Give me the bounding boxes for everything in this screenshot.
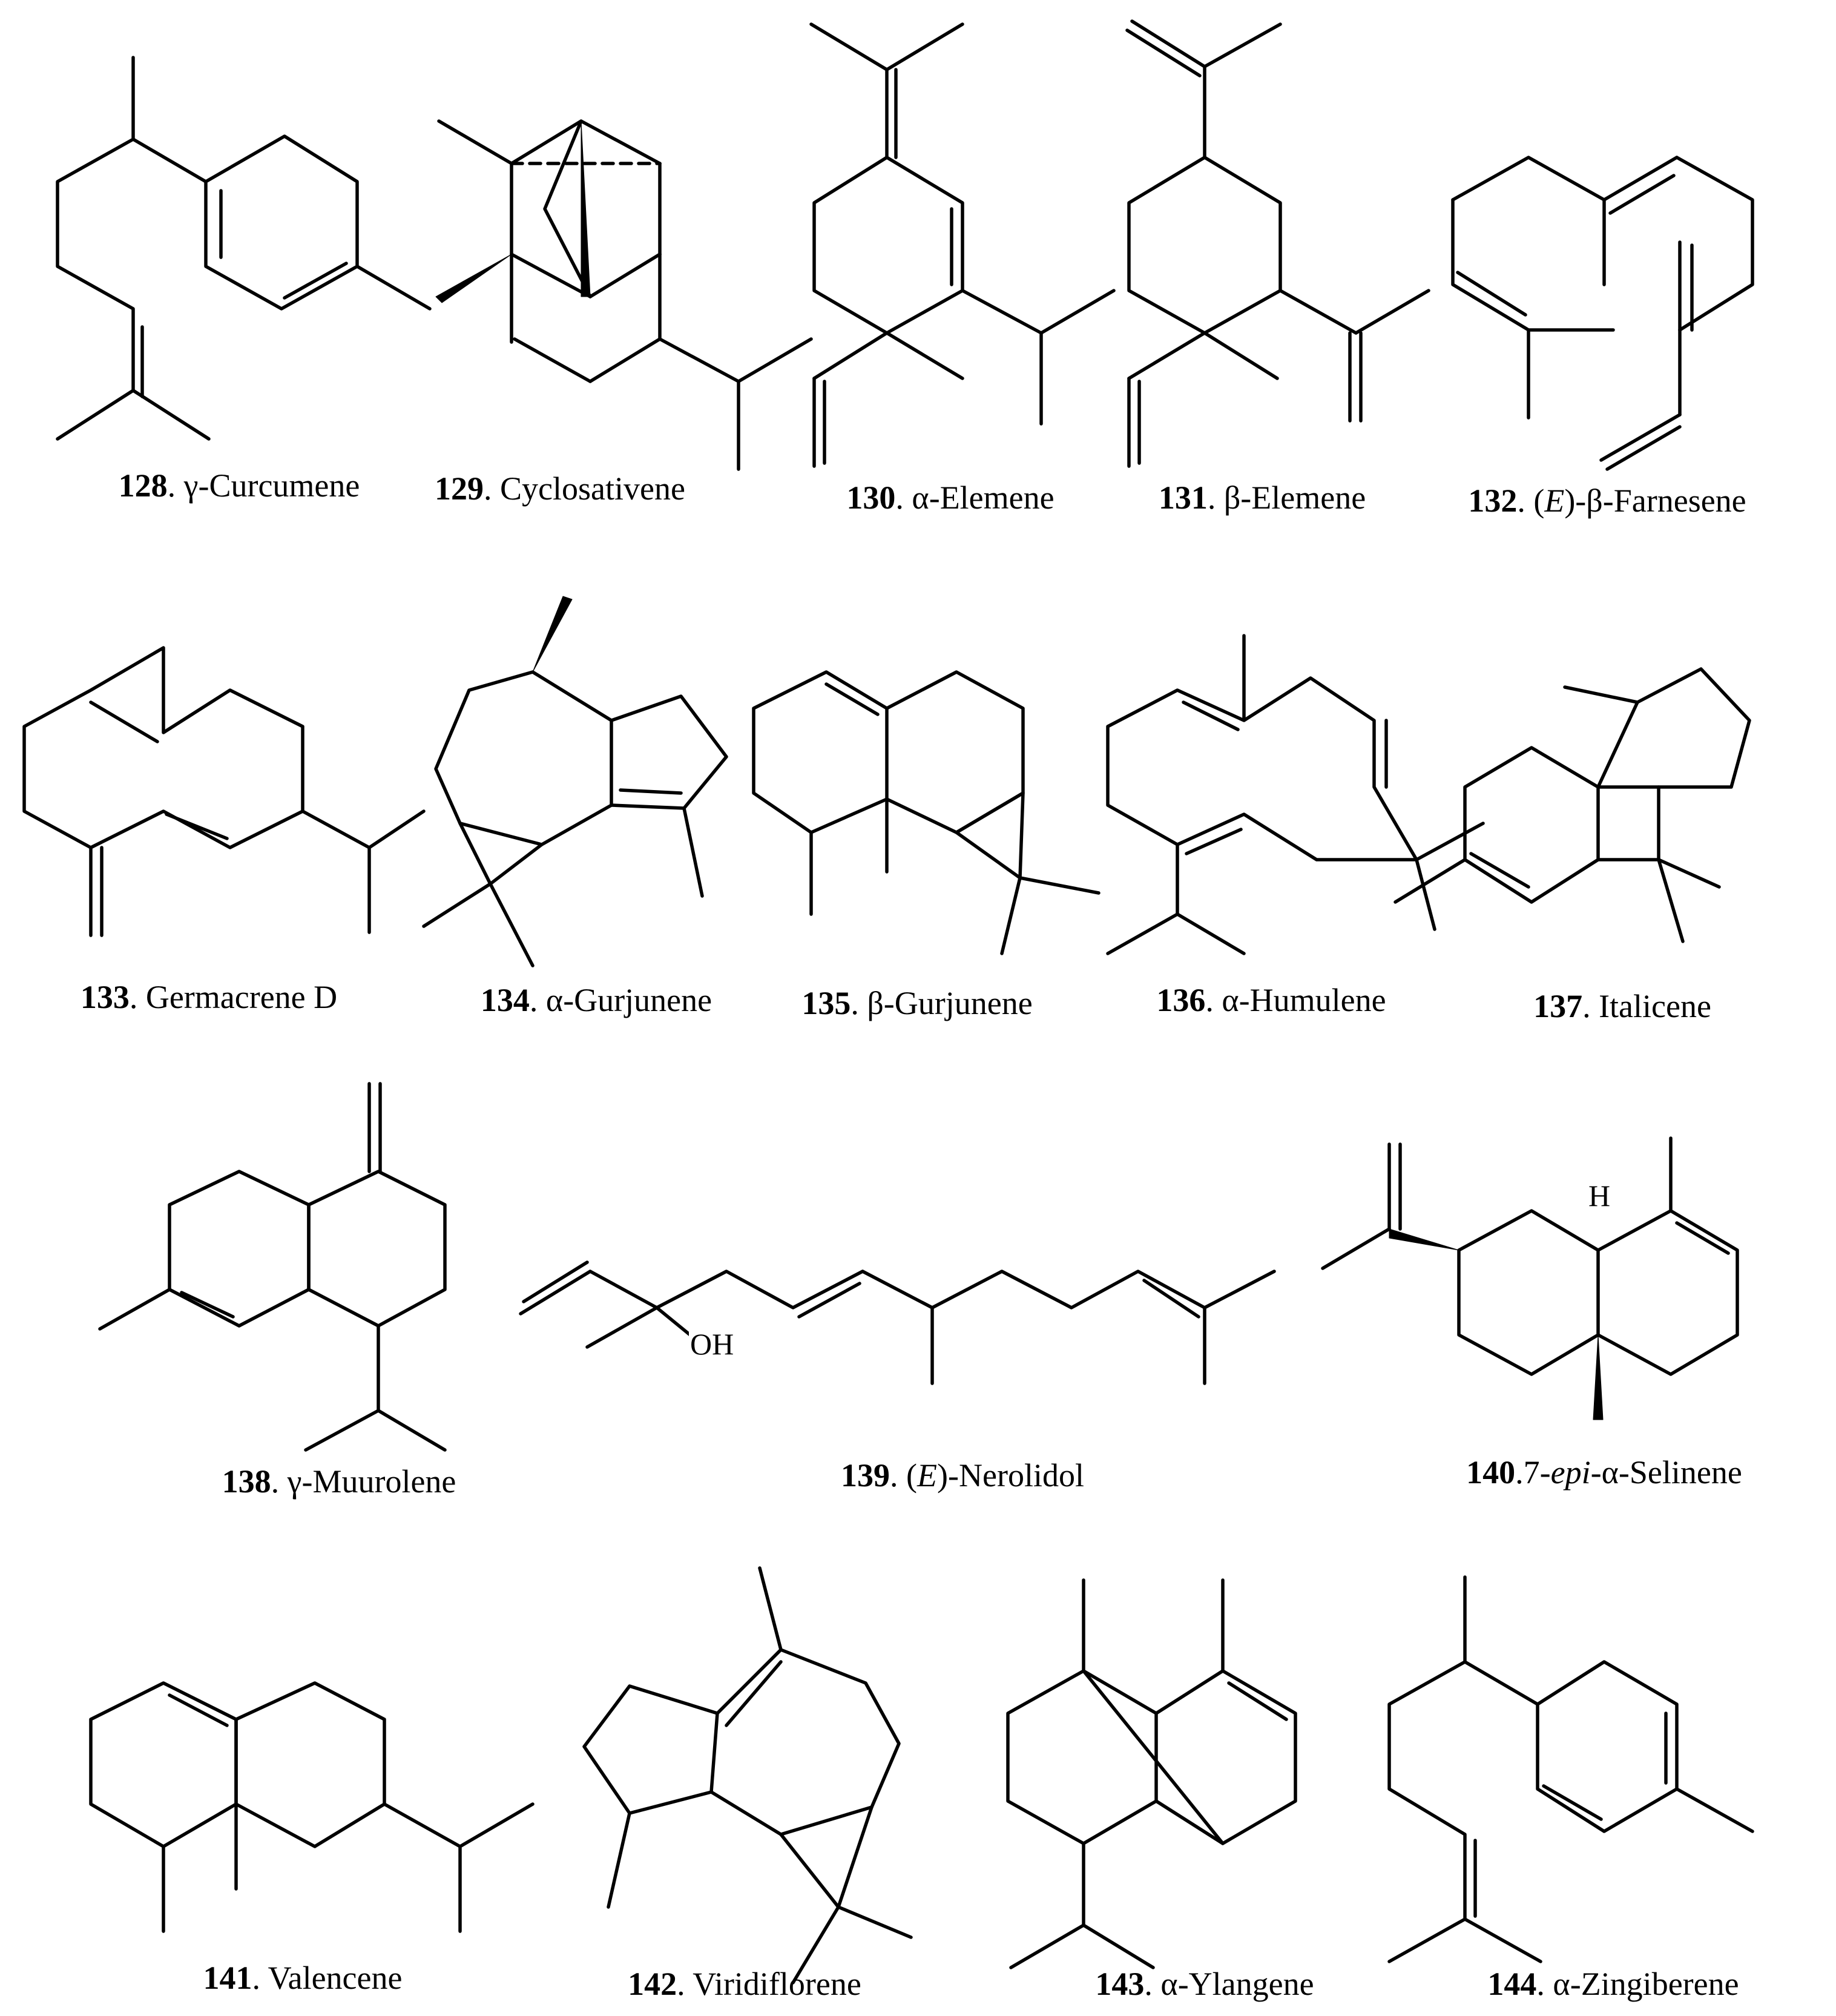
caption-139: 139. (E)-Nerolidol [841,1457,1084,1494]
structure-128 [56,56,432,441]
structure-130 [809,22,1116,468]
caption-131: 131. β-Elemene [1158,479,1366,516]
structure-132 [1451,156,1754,471]
caption-143: 143. α-Ylangene [1095,1966,1314,2002]
caption-130: 130. α-Elemene [846,479,1055,516]
structure-129 [435,119,813,471]
caption-129: 129. Cyclosativene [435,470,685,507]
structure-140 [1321,1136,1739,1420]
structure-143 [1006,1578,1297,1969]
structure-135 [752,670,1101,955]
structure-136 [1106,634,1485,955]
caption-138: 138. γ-Muurolene [222,1463,456,1500]
structure-134 [422,596,728,967]
structure-138 [98,1082,447,1452]
structure-144 [1387,1575,1754,1963]
caption-141: 141. Valencene [203,1960,403,1996]
structure-142 [582,1566,913,1985]
structure-133 [22,646,426,937]
structure-141 [89,1681,535,1933]
caption-137: 137. Italicene [1533,988,1711,1024]
caption-140: 140.7-epi-α-Selinene [1466,1454,1742,1491]
structure-131 [1125,19,1430,468]
caption-128: 128. γ-Curcumene [118,467,360,504]
structure-139 [519,1260,1276,1385]
caption-133: 133. Germacrene D [80,979,338,1015]
hydroxyl-label: OH [689,1327,735,1361]
caption-132: 132. (E)-β-Farnesene [1468,483,1746,519]
hydrogen-label: H [1587,1179,1612,1213]
caption-144: 144. α-Zingiberene [1487,1966,1739,2002]
caption-142: 142. Viridiflorene [628,1966,861,2002]
caption-136: 136. α-Humulene [1156,982,1386,1018]
structure-137 [1393,667,1751,943]
caption-134: 134. α-Gurjunene [480,982,712,1018]
caption-135: 135. β-Gurjunene [801,985,1033,1021]
